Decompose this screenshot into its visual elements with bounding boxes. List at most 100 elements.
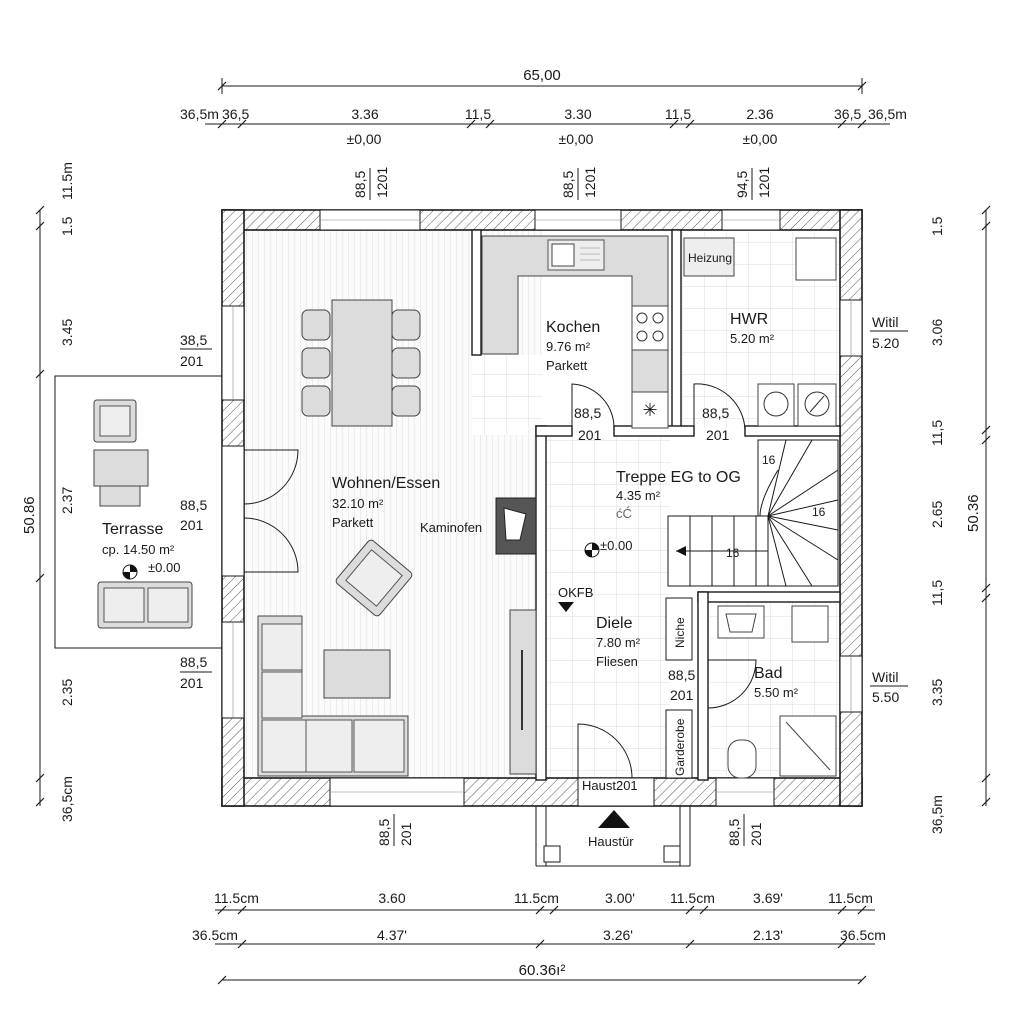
terrace-level: ±0.00 (148, 560, 180, 575)
dim-bottom-total: 60.36ı² (519, 962, 566, 979)
left-window1-height: 201 (180, 353, 204, 369)
okfb-marker-icon (558, 602, 574, 612)
hall-level: ±0.00 (600, 538, 632, 553)
dim-right: 11,5 (929, 580, 945, 606)
dim-left: 1.5 (59, 216, 75, 236)
inner-walls (471, 229, 841, 781)
dim-bottom: 3.69' (753, 890, 783, 906)
dim-bottom2: 3.26' (603, 927, 633, 943)
terrace-name: Terrasse (102, 521, 163, 538)
windows (221, 209, 863, 807)
dim-left: 2.35 (59, 679, 75, 706)
washer (757, 383, 795, 427)
kitchen-area: 9.76 m² (546, 339, 591, 354)
dim-top-total: 65,00 (523, 67, 561, 84)
entrance-arrow-icon (598, 810, 630, 828)
coffee-table (323, 649, 391, 699)
dim-right: 2.65 (929, 501, 945, 528)
hwr-name: HWR (730, 311, 768, 328)
dim-top: 11,5 (465, 106, 491, 122)
terrace-area: cp. 14.50 m² (102, 542, 175, 557)
dim-bottom2: 2.13' (753, 927, 783, 943)
room-labels: Terrasse cp. 14.50 m² ±0.00 Wohnen/Essen… (102, 251, 826, 849)
dim-top: 3.36 (351, 106, 378, 122)
dim-bottom: 11.5cm (828, 890, 873, 906)
left-window2-width: 88,5 (180, 654, 207, 670)
bath-fixtures (717, 605, 837, 779)
stairs-area: 4.35 m² (616, 488, 661, 503)
cooktop (631, 305, 669, 351)
entrance-porch (535, 806, 691, 867)
dim-top: 36,5 (834, 106, 861, 122)
bath-door (707, 659, 757, 709)
dim-right: 11,5 (929, 420, 945, 446)
doors (243, 383, 757, 779)
living-floor: Parkett (332, 515, 374, 530)
dim-right: 3.35 (929, 679, 945, 706)
toilet (727, 739, 757, 779)
dim-bottom2: 4.37' (377, 927, 407, 943)
dim-top: 11,5 (665, 106, 691, 122)
left-door-height: 201 (180, 517, 204, 533)
stair-arrow-icon (676, 546, 686, 556)
window-bottom-height: 201 (748, 822, 764, 846)
hwr-door-height: 201 (706, 427, 730, 443)
kitchen-door-width: 88,5 (574, 405, 601, 421)
dim-bottom: 11.5cm (214, 890, 259, 906)
entrance-door (577, 723, 633, 779)
bath-name: Bad (754, 665, 782, 682)
terrace-area (54, 375, 224, 649)
niche-label: Niche (673, 617, 687, 648)
terrace-table (93, 449, 149, 487)
right-window1-value: 5.20 (872, 335, 899, 351)
heating-unit (683, 237, 735, 277)
kitchen-floor: Parkett (546, 358, 588, 373)
window-bottom-width: 88,5 (376, 819, 392, 846)
dryer (797, 383, 837, 427)
dim-bottom2: 36.5cm (192, 927, 238, 943)
living-name: Wohnen/Essen (332, 475, 440, 492)
level-top: ±0,00 (743, 131, 778, 147)
dim-bottom2: 36.5cm (840, 927, 886, 943)
heating-label: Heizung (688, 251, 732, 265)
dim-top: 36,5m (868, 106, 907, 122)
washbasin (717, 605, 765, 639)
hall-area: 7.80 m² (596, 635, 641, 650)
stove (495, 497, 537, 555)
window-top-height: 1201 (582, 167, 598, 198)
dim-top: 2.36 (746, 106, 773, 122)
terrace-door (243, 449, 299, 505)
lounge-set (257, 539, 537, 777)
stairs-steps: 16 (726, 546, 740, 560)
dining-table (331, 299, 393, 427)
bath-door-height: 201 (670, 687, 694, 703)
right-window1-label: Witil (872, 314, 898, 330)
terrace-chair (99, 485, 141, 507)
okfb-label: OKFB (558, 585, 593, 600)
dim-bottom: 3.00' (605, 890, 635, 906)
staircase (667, 439, 839, 587)
right-window2-value: 5.50 (872, 689, 899, 705)
bath-door-width: 88,5 (668, 667, 695, 683)
dim-bottom: 3.60 (378, 890, 405, 906)
window-top-width: 88,5 (560, 171, 576, 198)
level-top: ±0,00 (347, 131, 382, 147)
hall-name: Diele (596, 615, 633, 632)
hall-floor: Fliesen (596, 654, 638, 669)
kitchen-door (571, 383, 615, 436)
dim-left-total: 50.86 (21, 496, 38, 534)
dim-right: 3.06 (929, 319, 945, 346)
dim-left: 11.5m (59, 162, 75, 200)
dimension-lines (35, 78, 991, 985)
left-window2-height: 201 (180, 675, 204, 691)
dim-right: 1.5 (929, 216, 945, 236)
entrance-label: Haustür (588, 834, 634, 849)
window-top-width: 88,5 (352, 171, 368, 198)
kitchen-units: ✳ (481, 235, 669, 429)
kitchen-name: Kochen (546, 319, 600, 336)
hall-elements (558, 542, 693, 779)
window-bottom-height: 201 (398, 822, 414, 846)
dim-left: 36,5cm (59, 776, 75, 822)
dim-top: 36,5m (180, 106, 219, 122)
